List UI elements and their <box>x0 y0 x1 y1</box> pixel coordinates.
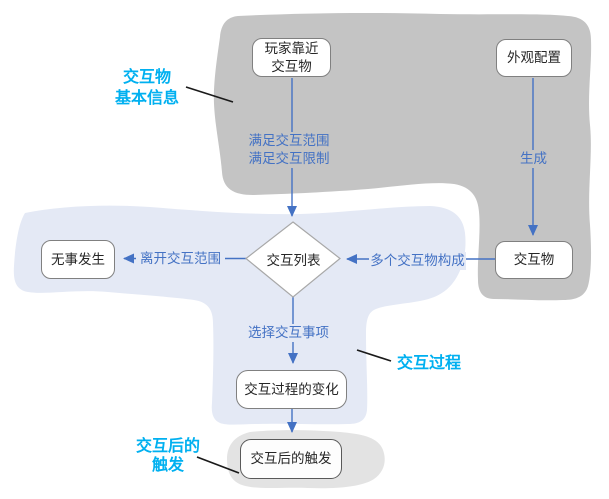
interactable-info-region-blob <box>213 12 592 301</box>
node-player-approach-line1: 玩家靠近 <box>264 40 319 57</box>
node-interaction-list-label: 交互列表 <box>266 253 321 269</box>
edge-label-generate: 生成 <box>517 150 550 168</box>
node-appearance-config-label: 外观配置 <box>507 50 561 66</box>
node-player-approach: 玩家靠近 交互物 <box>252 38 331 77</box>
edge-label-satisfy-line2: 满足交互限制 <box>248 151 330 167</box>
annotation-post-trigger-line2: 触发 <box>151 455 184 474</box>
edge-label-leave-range: 离开交互范围 <box>136 250 225 268</box>
edge-label-satisfy: 满足交互范围 满足交互限制 <box>238 132 340 168</box>
annotation-basic-info-line1: 交互物 <box>122 67 171 86</box>
node-player-approach-line2: 交互物 <box>271 58 312 75</box>
node-appearance-config: 外观配置 <box>496 39 572 77</box>
decision-diamond <box>245 221 341 298</box>
node-nothing-happens: 无事发生 <box>41 240 115 279</box>
edge-label-select-event: 选择交互事项 <box>248 324 329 342</box>
node-post-trigger-label: 交互后的触发 <box>250 451 332 467</box>
annotation-basic-info: 交互物 基本信息 <box>107 66 187 108</box>
annotation-process: 交互过程 <box>396 353 461 372</box>
annotation-basic-info-line2: 基本信息 <box>114 88 179 107</box>
annotation-post-trigger-line1: 交互后的 <box>135 436 200 455</box>
edge-label-multiple-compose: 多个交互物构成 <box>369 252 466 270</box>
node-interactable-label: 交互物 <box>513 252 555 268</box>
annotation-pointer-basic-info <box>185 86 234 103</box>
node-interaction-list: 交互列表 <box>247 240 340 278</box>
annotation-pointer-process <box>356 349 392 362</box>
node-nothing-happens-label: 无事发生 <box>51 251 105 268</box>
edge-label-satisfy-line1: 满足交互范围 <box>248 133 330 149</box>
node-interactable: 交互物 <box>495 241 573 279</box>
node-process-change: 交互过程的变化 <box>236 370 347 409</box>
annotation-pointer-post-trigger <box>196 456 240 474</box>
node-post-trigger: 交互后的触发 <box>240 439 342 479</box>
annotation-post-trigger: 交互后的 触发 <box>128 436 208 474</box>
node-process-change-label: 交互过程的变化 <box>244 381 339 398</box>
